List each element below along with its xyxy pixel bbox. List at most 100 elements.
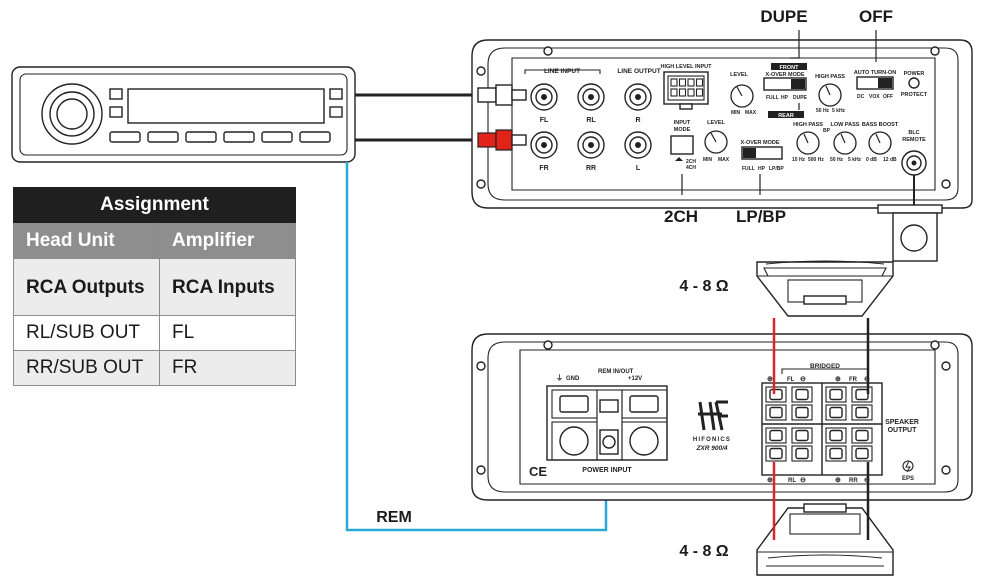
label-r-jack: R (635, 117, 640, 124)
label-bass-boost: BASS BOOST (862, 122, 899, 128)
rca-jack-rl[interactable] (577, 83, 605, 111)
gnd-icon: ⏚ (556, 374, 563, 382)
terminal-screw-icon (829, 406, 843, 419)
label-rear-hp: HP (758, 166, 766, 172)
label-12db: 12 dB (883, 157, 897, 163)
terminal-screw-icon (795, 447, 809, 460)
rear-level-knob[interactable] (704, 130, 728, 154)
label-4ch-small: 4CH (686, 165, 696, 171)
rca-jack-rr[interactable] (577, 131, 605, 159)
table-cell-head-unit: RL/SUB OUT (13, 315, 160, 351)
rear-high-pass-knob[interactable] (796, 131, 820, 155)
label-front-level: LEVEL (730, 72, 748, 78)
header-head-unit: Head Unit (13, 222, 160, 259)
head-unit-preset-button[interactable] (261, 131, 293, 143)
head-unit-preset-button[interactable] (185, 131, 217, 143)
rca-jack-line-out-r[interactable] (624, 83, 652, 111)
connector-pin (670, 78, 678, 87)
blc-remote-port[interactable] (901, 150, 927, 176)
callout-impedance-top: 4 - 8 Ω (679, 278, 728, 295)
label-eps: EPS (902, 476, 914, 482)
rca-jack-fl[interactable] (530, 83, 558, 111)
head-unit (11, 66, 356, 163)
label-vox: VOX (869, 94, 880, 100)
plus-sign-fr: ⊕ (835, 376, 841, 383)
terminal-screw-icon (769, 406, 783, 419)
label-front-high-pass: HIGH PASS (815, 74, 845, 80)
speaker-output-terminal[interactable] (761, 382, 883, 476)
label-model: ZXR 900/4 (695, 445, 727, 452)
label-rear-hp-10hz: 10 Hz (792, 157, 806, 163)
terminal-screw-icon (795, 406, 809, 419)
rca-jack-fr[interactable] (530, 131, 558, 159)
label-power-input: POWER INPUT (582, 467, 632, 474)
label-rem-io: REM IN/OUT (598, 369, 634, 375)
label-rear-min: MIN (703, 157, 713, 163)
terminal-screw-icon (769, 429, 783, 442)
label-rear-lp-5khz: 5 kHz (848, 157, 862, 163)
connector-pin (695, 78, 704, 87)
label-fr-jack: FR (539, 165, 548, 172)
label-bp: BP (823, 128, 831, 134)
label-l-jack: L (636, 165, 641, 172)
label-front-min: MIN (731, 110, 741, 116)
blc-remote-knob[interactable] (877, 175, 943, 262)
minus-sign-fl: ⊖ (800, 376, 806, 383)
connector-pin (678, 78, 687, 87)
input-mode-switch[interactable] (670, 135, 694, 155)
label-2ch-small: 2CH (686, 159, 696, 165)
label-rear-high-pass: HIGH PASS (793, 122, 823, 128)
front-level-knob[interactable] (730, 84, 754, 108)
callout-impedance-bottom: 4 - 8 Ω (679, 543, 728, 560)
head-unit-preset-button[interactable] (299, 131, 331, 143)
rca-plug-white (477, 84, 527, 106)
label-rl-jack: RL (586, 117, 596, 124)
terminal-screw-icon (855, 388, 869, 401)
power-led (908, 77, 920, 89)
connector-pin (687, 88, 695, 97)
table-title: Assignment (13, 187, 296, 223)
label-front-max: MAX (745, 110, 757, 116)
connector-pin (687, 78, 695, 87)
label-front-full: FULL (766, 95, 779, 101)
terminal-cell (825, 427, 847, 444)
terminal-screw-icon (769, 447, 783, 460)
head-unit-preset-button[interactable] (223, 131, 255, 143)
label-fl-jack: FL (540, 117, 549, 124)
head-unit-preset-button[interactable] (109, 131, 141, 143)
label-rear-full: FULL (742, 166, 755, 172)
label-rear: REAR (778, 113, 794, 119)
plus-sign-rl: ⊕ (767, 477, 773, 484)
label-front-hp: HP (781, 95, 789, 101)
head-unit-preset-button[interactable] (147, 131, 179, 143)
label-rear-lpbp: LP/BP (769, 166, 784, 172)
label-front: FRONT (780, 65, 800, 71)
rca-jack-line-out-l[interactable] (624, 131, 652, 159)
terminal-cell (791, 427, 813, 444)
front-high-pass-knob[interactable] (818, 83, 842, 107)
connector-pin (670, 88, 678, 97)
label-line-input: LINE INPUT (544, 68, 580, 75)
label-front-xover: X-OVER MODE (765, 72, 804, 78)
label-high-level-input: HIGH LEVEL INPUT (661, 64, 713, 70)
plus-sign-rr: ⊕ (835, 477, 841, 484)
label-rear-level: LEVEL (707, 120, 725, 126)
terminal-screw-icon (855, 447, 869, 460)
connector-pin (695, 88, 704, 97)
label-bridged: BRIDGED (810, 363, 840, 370)
label-output: OUTPUT (888, 427, 918, 434)
label-remote: REMOTE (902, 137, 926, 143)
label-rear-low-pass: LOW PASS (831, 122, 860, 128)
bass-boost-knob[interactable] (868, 131, 892, 155)
table-row: RL/SUB OUT FL (13, 315, 296, 351)
label-rear-hp-500hz: 500 Hz (808, 157, 824, 163)
high-level-input-connector[interactable] (663, 71, 709, 110)
rear-low-pass-knob[interactable] (833, 131, 857, 155)
label-input-mode-2: MODE (674, 127, 691, 133)
power-input-terminal[interactable] (546, 385, 668, 461)
label-ce: CE (529, 464, 547, 479)
label-rear-xover: X-OVER MODE (740, 140, 779, 146)
label-line-output: LINE OUTPUT (617, 68, 660, 75)
label-brand: HIFONICS (693, 437, 731, 443)
